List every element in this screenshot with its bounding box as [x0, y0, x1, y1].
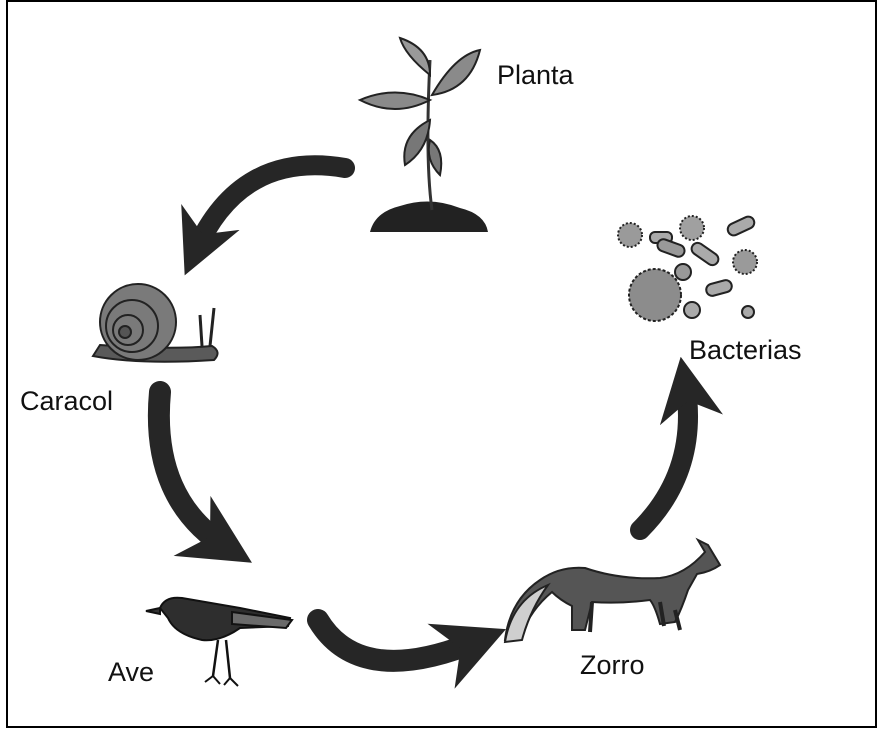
label-plant: Planta	[497, 60, 575, 90]
plant-icon	[360, 38, 488, 232]
arrow-plant-to-snail	[195, 165, 345, 252]
label-bacteria: Bacterias	[689, 335, 802, 365]
label-bird: Ave	[108, 657, 154, 687]
arrow-bird-to-fox	[318, 620, 480, 661]
fox-icon	[505, 540, 720, 642]
bird-icon	[146, 598, 292, 686]
arrow-snail-to-bird	[159, 392, 228, 548]
bacteria-icon	[618, 215, 757, 321]
label-fox: Zorro	[580, 650, 645, 680]
label-snail: Caracol	[20, 386, 113, 416]
snail-icon	[93, 284, 218, 362]
arrow-fox-to-bacteria	[640, 382, 688, 530]
